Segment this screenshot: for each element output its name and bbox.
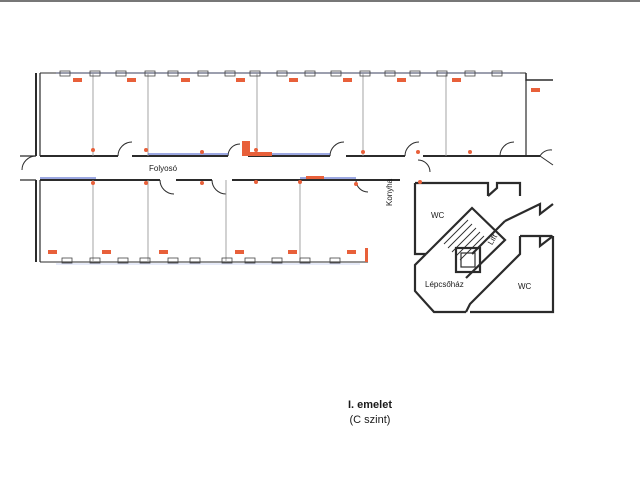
window-units bbox=[59, 70, 503, 264]
floor-subtitle: (C szint) bbox=[349, 414, 391, 426]
corridor-label: Folyosó bbox=[149, 164, 178, 173]
blue-lines bbox=[40, 72, 520, 265]
service-core bbox=[413, 181, 555, 314]
floor-title: I. emelet bbox=[347, 399, 393, 411]
door-swings bbox=[117, 141, 553, 195]
wc-upper-label: WC bbox=[431, 211, 445, 220]
wc-lower-label: WC bbox=[518, 282, 532, 291]
stairwell-label: Lépcsőház bbox=[425, 280, 464, 289]
partition-walls bbox=[92, 73, 447, 262]
page-top-rule bbox=[0, 0, 640, 2]
lift-shaft bbox=[454, 246, 482, 274]
orange-markers bbox=[48, 78, 540, 262]
kitchen-label: Konyha bbox=[385, 178, 394, 206]
exterior-walls bbox=[20, 72, 554, 263]
